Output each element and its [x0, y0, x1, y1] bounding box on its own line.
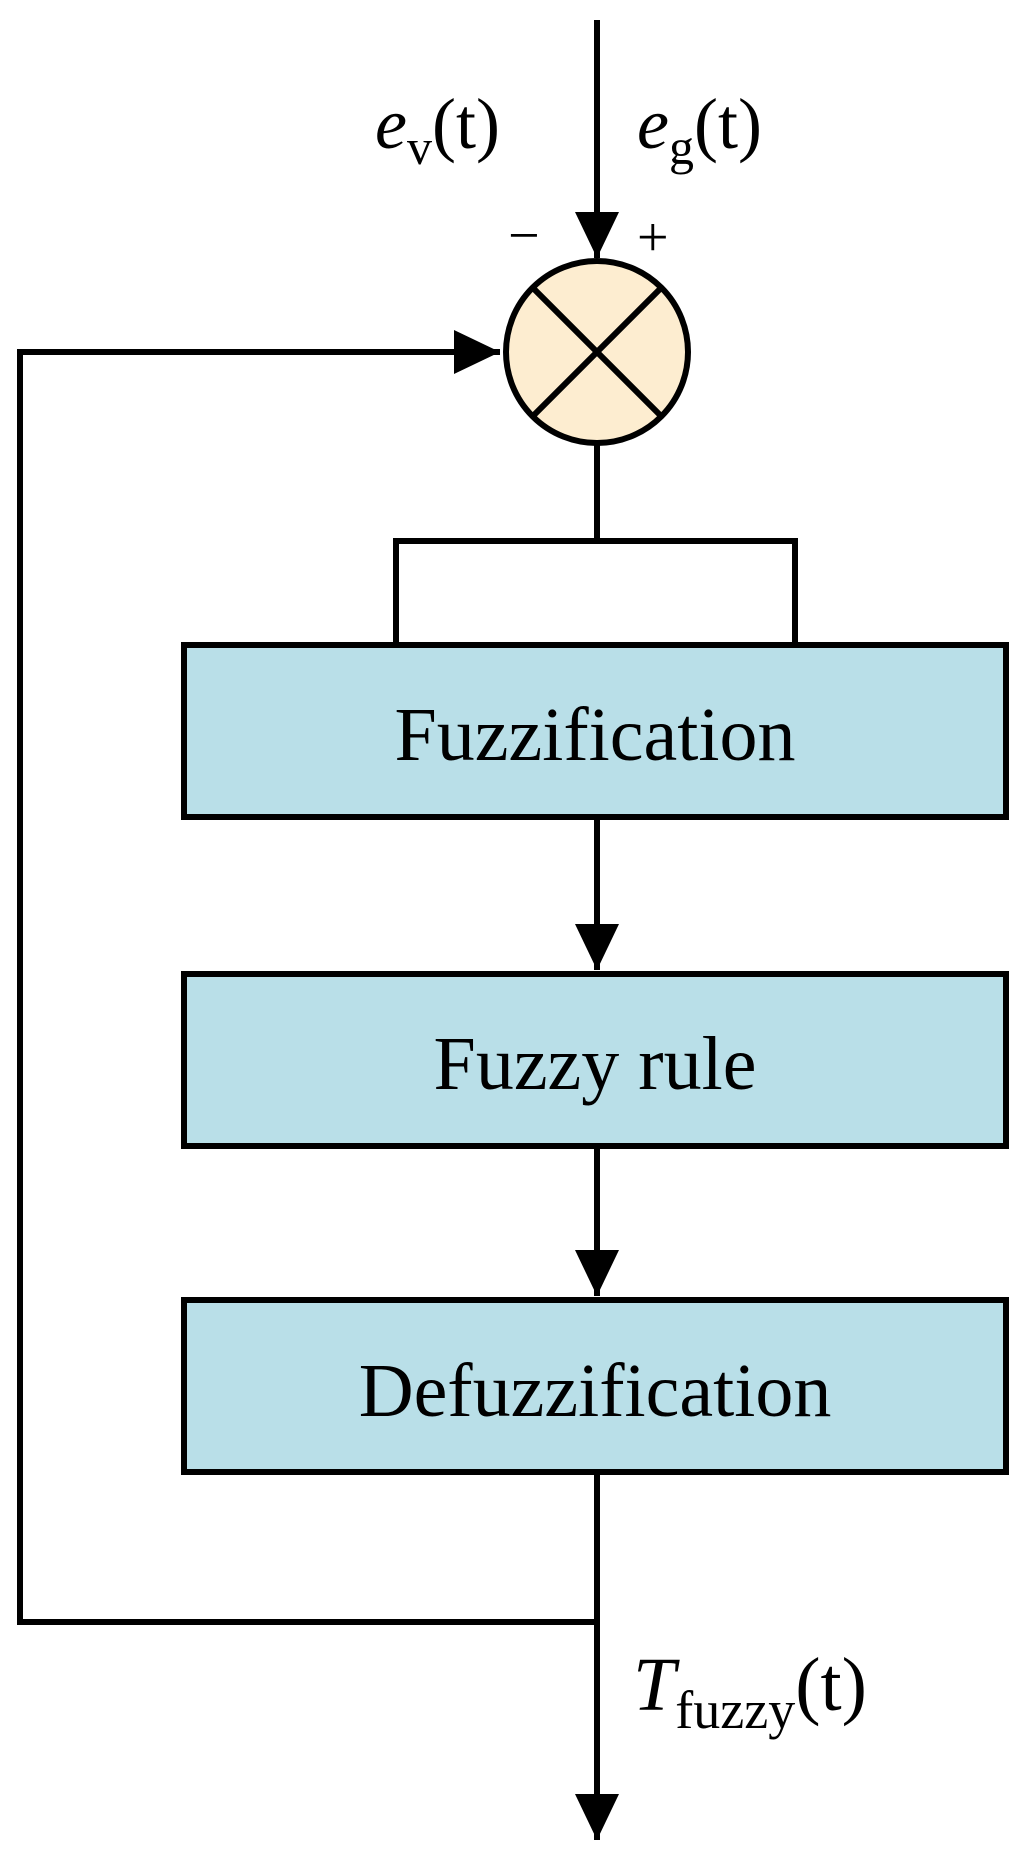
defuzzification-block: Defuzzification [181, 1297, 1009, 1475]
output-arg: (t) [795, 1643, 867, 1727]
ev-arg: (t) [432, 84, 500, 164]
fuzzification-label: Fuzzification [395, 693, 796, 777]
fuzzy-rule-label: Fuzzy rule [434, 1022, 757, 1106]
summing-junction-icon [503, 258, 691, 446]
split-connector-right [597, 538, 798, 645]
fuzzification-block: Fuzzification [181, 642, 1009, 820]
fuzzy-rule-block: Fuzzy rule [181, 971, 1009, 1149]
split-connector [393, 443, 600, 645]
minus-sign: − [508, 205, 540, 267]
eg-arg: (t) [694, 84, 762, 164]
feedback-loop [17, 330, 597, 1625]
defuzzification-label: Defuzzification [359, 1349, 832, 1433]
output-label: Tfuzzy(t) [633, 1643, 867, 1740]
plus-sign: + [637, 207, 669, 269]
eg-label: eg(t) [637, 84, 762, 175]
ev-label: ev(t) [375, 84, 500, 175]
